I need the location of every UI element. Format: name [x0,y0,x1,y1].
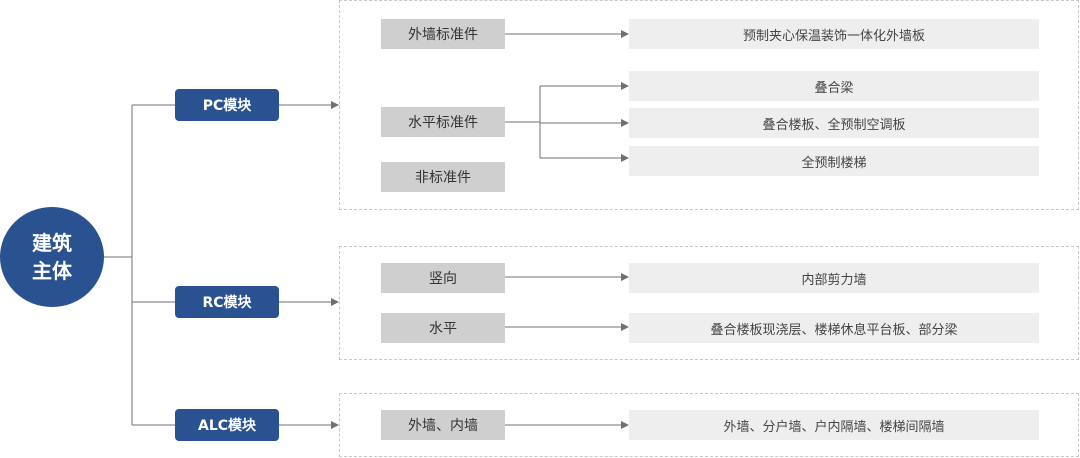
root-label-line2: 主体 [32,259,72,283]
alc-module-node: ALC模块 [175,409,279,441]
rc-result-shear-wall: 内部剪力墙 [629,263,1039,293]
rc-horizontal-node: 水平 [381,313,505,343]
pc-non-standard-node: 非标准件 [381,162,505,192]
root-label-line1: 建筑 [32,231,72,255]
pc-exterior-standard-node: 外墙标准件 [381,19,505,49]
pc-result-beam: 叠合梁 [629,71,1039,101]
pc-result-exterior-panel: 预制夹心保温装饰一体化外墙板 [629,19,1039,49]
pc-result-slab: 叠合楼板、全预制空调板 [629,108,1039,138]
root-node: 建筑 主体 [0,207,104,307]
rc-result-slab: 叠合楼板现浇层、楼梯休息平台板、部分梁 [629,313,1039,343]
alc-result-walls: 外墙、分户墙、户内隔墙、楼梯间隔墙 [629,410,1039,440]
rc-module-node: RC模块 [175,286,279,318]
rc-vertical-node: 竖向 [381,263,505,293]
pc-result-stairs: 全预制楼梯 [629,146,1039,176]
pc-module-node: PC模块 [175,89,279,121]
pc-horizontal-standard-node: 水平标准件 [381,107,505,137]
alc-walls-node: 外墙、内墙 [381,410,505,440]
